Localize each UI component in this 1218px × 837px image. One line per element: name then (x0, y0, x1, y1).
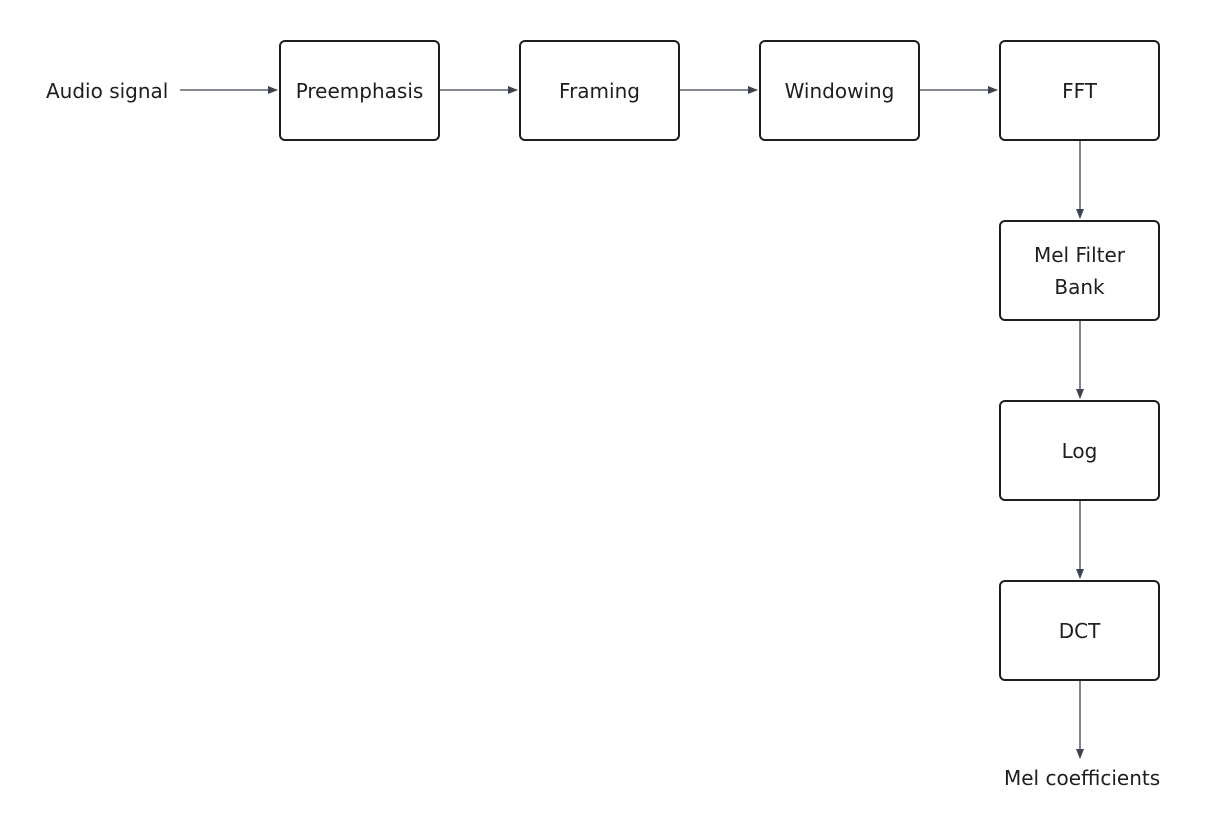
preemphasis-label: Preemphasis (295, 78, 424, 103)
framing-node: Framing (519, 40, 680, 141)
windowing-node: Windowing (759, 40, 920, 141)
framing-label: Framing (559, 78, 640, 103)
log-node: Log (999, 400, 1160, 501)
mel-filter-bank-label: Mel Filter Bank (1033, 242, 1125, 299)
dct-label: DCT (1058, 618, 1101, 643)
log-label: Log (1061, 438, 1098, 463)
mel-filter-bank-node: Mel Filter Bank (999, 220, 1160, 321)
fft-node: FFT (999, 40, 1160, 141)
preemphasis-node: Preemphasis (279, 40, 440, 141)
output-label: Mel coefficients (1004, 766, 1161, 790)
fft-label: FFT (1062, 78, 1097, 103)
windowing-label: Windowing (784, 78, 895, 103)
input-label: Audio signal (46, 79, 169, 103)
dct-node: DCT (999, 580, 1160, 681)
